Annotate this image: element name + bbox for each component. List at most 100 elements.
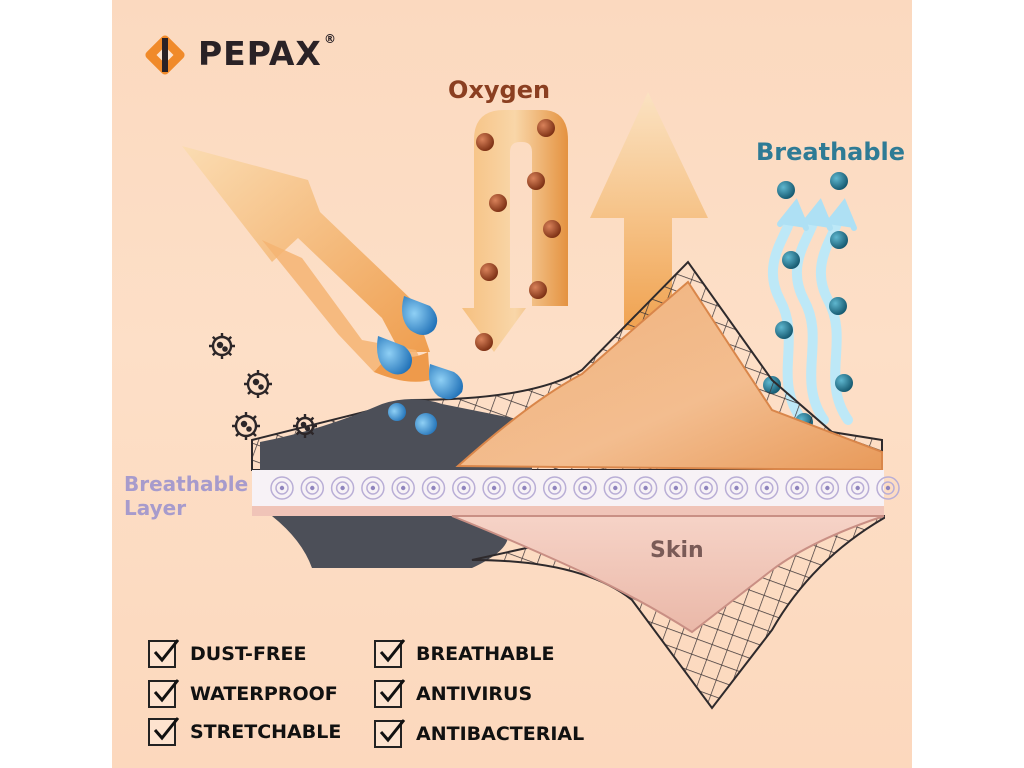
membrane-pore bbox=[457, 481, 471, 495]
membrane-pore bbox=[694, 476, 718, 500]
membrane-pore bbox=[794, 485, 800, 491]
membrane-pore bbox=[582, 485, 588, 491]
membrane-pore bbox=[724, 476, 749, 500]
membrane-pore bbox=[815, 476, 840, 500]
membrane-pore bbox=[310, 485, 315, 491]
membrane-pores bbox=[270, 476, 900, 500]
feature-label: STRETCHABLE bbox=[190, 721, 342, 743]
feature-item-breathable: BREATHABLE bbox=[374, 639, 555, 668]
membrane-pore bbox=[517, 481, 532, 495]
membrane-pore bbox=[850, 481, 865, 495]
membrane-pore bbox=[275, 481, 289, 495]
membrane-pore bbox=[391, 476, 415, 500]
membrane-pore bbox=[482, 476, 506, 500]
membrane-pore bbox=[603, 476, 628, 500]
waterproof-layer bbox=[260, 399, 532, 470]
feature-item-stretchable: STRETCHABLE bbox=[148, 717, 342, 746]
membrane-pore bbox=[876, 476, 900, 500]
breathable-layer-label-line1: Breathable bbox=[124, 472, 249, 496]
membrane-pore bbox=[452, 476, 476, 500]
fabric-top-layer bbox=[455, 280, 883, 472]
skin-layer bbox=[451, 515, 885, 634]
lower-gray-layer bbox=[272, 516, 508, 568]
feature-label: ANTIVIRUS bbox=[416, 683, 533, 705]
membrane-pore bbox=[396, 481, 410, 495]
membrane-pore bbox=[669, 481, 683, 495]
membrane-pore bbox=[421, 476, 446, 500]
heat-exit-arrow bbox=[590, 92, 708, 330]
checkbox-check-icon bbox=[374, 679, 406, 708]
skin-label: Skin bbox=[650, 538, 704, 563]
membrane-pore bbox=[542, 476, 567, 500]
checkbox-check-icon bbox=[148, 639, 180, 668]
membrane-pore bbox=[704, 485, 709, 491]
feature-label: WATERPROOF bbox=[190, 683, 338, 705]
feature-label: BREATHABLE bbox=[416, 643, 555, 665]
membrane-pore bbox=[279, 485, 285, 491]
membrane-pore bbox=[426, 481, 441, 495]
membrane-pore bbox=[300, 476, 325, 500]
membrane-pore bbox=[366, 481, 380, 495]
fabric-diagram bbox=[145, 35, 900, 710]
membrane-pore bbox=[673, 485, 679, 491]
membrane-pore bbox=[305, 481, 320, 495]
membrane-pore bbox=[461, 485, 466, 491]
logo-icon bbox=[145, 35, 185, 75]
membrane-pore bbox=[760, 481, 774, 495]
membrane-pore bbox=[431, 485, 436, 491]
membrane-pore bbox=[547, 481, 562, 495]
feature-item-antibacterial: ANTIBACTERIAL bbox=[374, 719, 585, 748]
feature-item-dust-free: DUST-FREE bbox=[148, 639, 307, 668]
feature-label: DUST-FREE bbox=[190, 643, 307, 665]
checkbox-check-icon bbox=[148, 717, 180, 746]
membrane-pore bbox=[573, 476, 597, 500]
membrane-pore bbox=[855, 485, 860, 491]
membrane-pore bbox=[845, 476, 870, 500]
registered-mark: ® bbox=[324, 32, 336, 46]
membrane-pore bbox=[522, 485, 527, 491]
feature-item-waterproof: WATERPROOF bbox=[148, 679, 338, 708]
membrane-pore bbox=[734, 485, 739, 491]
membrane-pore bbox=[487, 481, 501, 495]
breathable-membrane bbox=[252, 470, 884, 506]
membrane-pore bbox=[608, 481, 623, 495]
membrane-pore bbox=[361, 476, 385, 500]
membrane-pore bbox=[755, 476, 779, 500]
membrane-pore bbox=[699, 481, 713, 495]
membrane-pore bbox=[633, 476, 658, 500]
membrane-pore bbox=[729, 481, 744, 495]
membrane-pore bbox=[401, 485, 406, 491]
membrane-pore bbox=[613, 485, 618, 491]
feature-item-antivirus: ANTIVIRUS bbox=[374, 679, 533, 708]
checkbox-check-icon bbox=[374, 719, 406, 748]
membrane-pore bbox=[491, 485, 497, 491]
membrane-pore bbox=[881, 481, 895, 495]
feature-label: ANTIBACTERIAL bbox=[416, 723, 585, 745]
virus-icon bbox=[209, 333, 317, 440]
membrane-pore bbox=[790, 481, 804, 495]
membrane-pore bbox=[664, 476, 688, 500]
membrane-pore bbox=[370, 485, 376, 491]
membrane-pore bbox=[825, 485, 830, 491]
breathable-layer-label-line2: Layer bbox=[124, 496, 187, 520]
membrane-pore bbox=[764, 485, 769, 491]
water-drop-icon bbox=[377, 296, 463, 435]
membrane-pore bbox=[578, 481, 592, 495]
membrane-pore bbox=[820, 481, 835, 495]
membrane-pore bbox=[643, 485, 648, 491]
membrane-pore bbox=[330, 476, 355, 500]
membrane-pore bbox=[638, 481, 653, 495]
checkbox-check-icon bbox=[148, 679, 180, 708]
membrane-pore bbox=[335, 481, 350, 495]
membrane-pore bbox=[785, 476, 809, 500]
membrane-pore bbox=[270, 476, 294, 500]
membrane-pore bbox=[885, 485, 891, 491]
diagram-canvas: PEPAX ® Oxygen Breathable Breathable Lay… bbox=[112, 0, 912, 768]
brand-name: PEPAX bbox=[198, 34, 322, 73]
oxygen-label: Oxygen bbox=[448, 76, 551, 104]
checkbox-check-icon bbox=[374, 639, 406, 668]
membrane-pore bbox=[340, 485, 345, 491]
membrane-pore bbox=[512, 476, 537, 500]
breathable-label: Breathable bbox=[756, 138, 906, 166]
membrane-pore bbox=[552, 485, 557, 491]
